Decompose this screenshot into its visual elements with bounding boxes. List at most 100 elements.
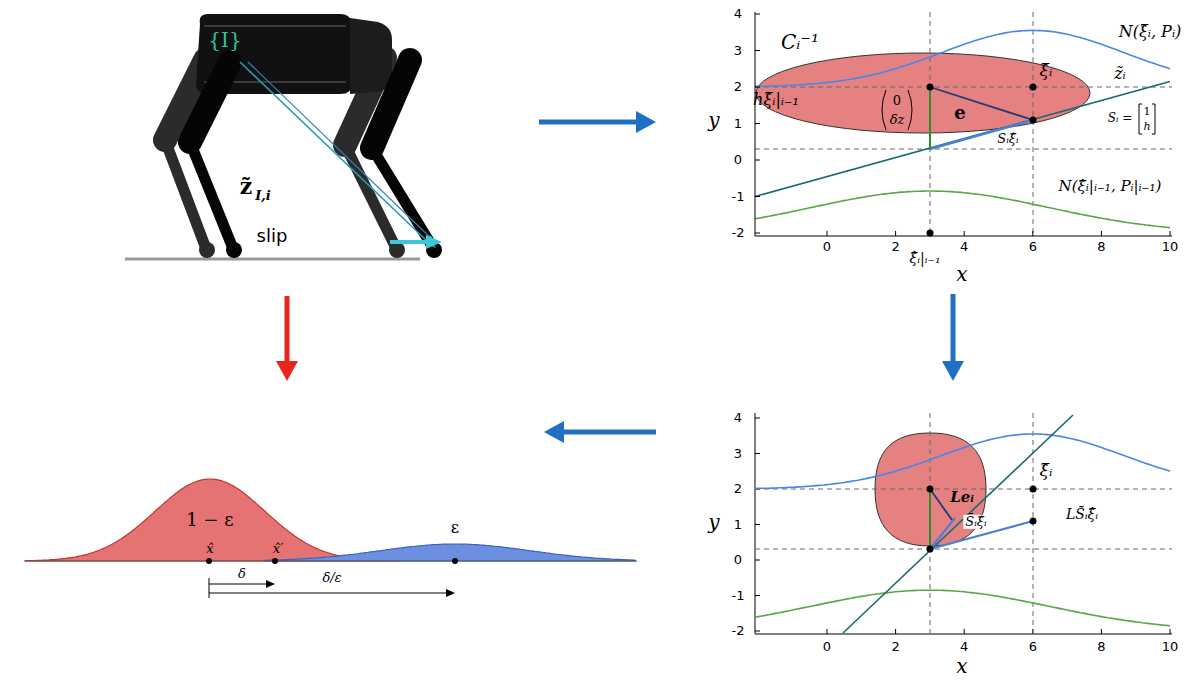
math-label: S̄ᵢξ̂ᵢ bbox=[963, 515, 988, 529]
axis-tick bbox=[755, 123, 760, 124]
axis-tick-label: 3 bbox=[734, 446, 742, 460]
point bbox=[927, 230, 934, 237]
robot-foot bbox=[226, 242, 242, 258]
guide-lines bbox=[755, 413, 1172, 634]
axis-tick-label: 2 bbox=[734, 80, 742, 94]
axis-tick-label: 10 bbox=[1162, 640, 1179, 654]
axis-tick bbox=[827, 629, 828, 634]
projection-segment bbox=[930, 518, 955, 549]
robot-foot bbox=[199, 242, 215, 258]
axis-line bbox=[755, 413, 756, 634]
robot-leg bbox=[190, 62, 230, 142]
axis-tick bbox=[755, 631, 760, 632]
delta-segment bbox=[929, 489, 931, 549]
axis-tick bbox=[755, 233, 760, 234]
arrow-shaft bbox=[539, 120, 640, 125]
dimension-tick bbox=[209, 578, 210, 598]
dashed-guide bbox=[755, 549, 1172, 550]
axis-tick bbox=[755, 418, 760, 419]
axis-tick-label: 2 bbox=[734, 482, 742, 496]
dashed-guide bbox=[755, 87, 1172, 88]
axis-tick-label: 1 bbox=[734, 116, 742, 130]
axis-tick-label: 0 bbox=[823, 640, 831, 654]
math-subscript: I,i bbox=[255, 189, 271, 203]
dimension-head bbox=[266, 580, 275, 588]
dashed-guide bbox=[930, 12, 931, 236]
axis-tick-label: -1 bbox=[732, 189, 745, 203]
gaussian-curve bbox=[755, 434, 1170, 489]
arrow-head bbox=[636, 111, 656, 133]
gaussian-curve bbox=[755, 30, 1170, 86]
axis-tick bbox=[964, 231, 965, 236]
matrix-entry: 1 bbox=[1144, 106, 1151, 118]
math-label: N(ξ̂ᵢ|ᵢ₋₁, Pᵢ|ᵢ₋₁) bbox=[1059, 178, 1162, 195]
matrix-bracket bbox=[1139, 104, 1142, 134]
dimension-head bbox=[446, 589, 455, 597]
point bbox=[927, 546, 934, 553]
weight-label: ε bbox=[451, 519, 459, 537]
flow-arrow bbox=[539, 111, 656, 133]
axis-title: x bbox=[956, 655, 967, 677]
axis-tick-label: 10 bbox=[1162, 240, 1179, 254]
point bbox=[1030, 84, 1037, 91]
axis-tick-label: 2 bbox=[891, 240, 899, 254]
math-label: z̃ bbox=[240, 174, 253, 198]
dimension-line bbox=[209, 593, 448, 594]
arrow-head bbox=[276, 361, 298, 381]
axis-title: y bbox=[708, 109, 719, 131]
measurement-plot-panel: Cᵢ⁻¹N(ξ̂ᵢ, Pᵢ)ξ̂ᵢz̃ᵢSᵢ =1hhξ̂ᵢ|ᵢ₋₁0δzeSᵢ… bbox=[660, 5, 1195, 290]
axis-tick bbox=[755, 14, 760, 15]
position-vector bbox=[240, 62, 428, 242]
position-vector bbox=[248, 62, 436, 243]
error-segment bbox=[930, 87, 1033, 120]
dashed-guide bbox=[930, 413, 931, 634]
robot-legs bbox=[190, 60, 432, 246]
arrow-shaft bbox=[285, 296, 290, 365]
axis-ticks bbox=[755, 14, 1170, 634]
axis-tick-label: 8 bbox=[1097, 640, 1105, 654]
axis-tick bbox=[1101, 629, 1102, 634]
transformed-plot-panel: ξ̂ᵢLeᵢS̄ᵢξ̂ᵢLS̄ᵢξ̂ᵢxy43210-1-20246810 bbox=[660, 385, 1195, 678]
arrow-shaft bbox=[560, 430, 656, 435]
vector-paren bbox=[882, 90, 886, 130]
ground-line bbox=[125, 258, 420, 261]
axis-tick bbox=[895, 231, 896, 236]
math-label: z̃ᵢ bbox=[1114, 65, 1126, 83]
axes bbox=[755, 12, 1172, 634]
math-label: Sᵢ = bbox=[1108, 112, 1133, 125]
vector-paren bbox=[908, 90, 912, 130]
axis-tick bbox=[1170, 231, 1171, 236]
math-label: Sᵢξ̂ᵢ bbox=[997, 132, 1018, 146]
outlier-distribution bbox=[265, 544, 636, 561]
math-label: x̂ bbox=[206, 542, 213, 556]
vector-entry: 0 bbox=[893, 94, 901, 108]
axis-tick-label: -2 bbox=[732, 226, 745, 240]
dimension-label: δ bbox=[238, 567, 246, 581]
axis-tick bbox=[755, 87, 760, 88]
axis-tick bbox=[895, 629, 896, 634]
delta-segment bbox=[929, 87, 931, 149]
error-segment bbox=[930, 489, 952, 520]
arrow-head bbox=[544, 421, 564, 443]
math-label: LS̄ᵢξ̂ᵢ bbox=[1066, 507, 1098, 522]
axis-tick bbox=[1101, 231, 1102, 236]
axis-tick bbox=[1032, 231, 1033, 236]
guide-lines bbox=[755, 12, 1172, 236]
axis-tick bbox=[755, 160, 760, 161]
axis-tick-label: 1 bbox=[734, 517, 742, 531]
axis-tick bbox=[755, 595, 760, 596]
math-label: ξ̂ᵢ bbox=[1040, 461, 1053, 480]
axis-tick-label: 4 bbox=[960, 640, 968, 654]
axis-tick-label: 4 bbox=[960, 240, 968, 254]
flow-arrow bbox=[276, 296, 298, 381]
robot-leg bbox=[372, 60, 410, 148]
math-label: N(ξ̂ᵢ, Pᵢ) bbox=[1119, 23, 1182, 41]
axis-tick-label: 0 bbox=[823, 240, 831, 254]
vector-entry: δz bbox=[890, 113, 905, 127]
point bbox=[1030, 486, 1037, 493]
baseline bbox=[25, 561, 636, 562]
robot-head bbox=[350, 18, 392, 94]
robot-detail bbox=[204, 25, 346, 27]
